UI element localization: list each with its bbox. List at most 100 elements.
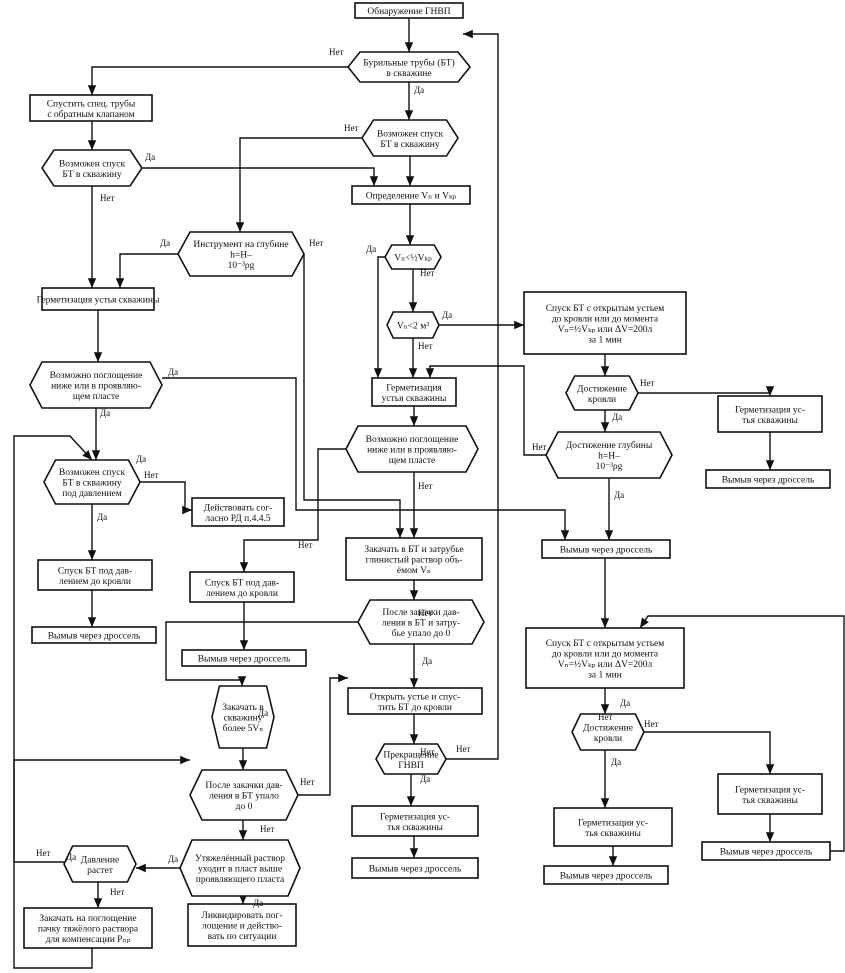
edge-label: Нет: [110, 887, 124, 897]
node-text: в скважине: [386, 69, 431, 79]
edge-label: Нет: [418, 608, 432, 618]
edge-label: Нет: [260, 824, 274, 834]
process-eliminate-absorb[interactable]: Ликвидировать пог-лощение и действо-вать…: [187, 903, 297, 947]
node-text: Герметизация ус-: [735, 405, 805, 415]
edge-label: Нет: [644, 719, 658, 729]
process-seal-right-mid[interactable]: Герметизация ус-тья скважины: [553, 807, 673, 847]
edge-label: Нет: [418, 341, 432, 351]
process-run-under-press-mid[interactable]: Спуск БТ под дав-лением до кровли: [189, 571, 295, 603]
node-text: ёмом Vₙ: [397, 566, 431, 576]
edge-label: Да: [620, 698, 630, 708]
process-seal-right-top[interactable]: Герметизация ус-тья скважины: [717, 395, 823, 433]
edge-label: Да: [258, 708, 268, 718]
process-wash-out-right-mid[interactable]: Вымыв через дроссель: [541, 539, 671, 559]
flow-arrow: [303, 254, 405, 538]
node-text: Возможен спуск: [59, 468, 126, 478]
process-wash-out-left[interactable]: Вымыв через дроссель: [31, 626, 157, 644]
edge-label: Да: [614, 490, 624, 500]
edge-label: Да: [97, 512, 107, 522]
decision-q-v2[interactable]: Vₙ<2 м³: [386, 311, 440, 339]
node-text: лощение и действо-: [202, 921, 282, 932]
process-determine-v[interactable]: Определение Vₙ и Vₖₚ: [351, 185, 471, 205]
node-text: вать по ситуации: [208, 932, 277, 942]
process-seal-center-bottom[interactable]: Герметизация ус-тья скважины: [351, 805, 479, 837]
node-text: Достижение глубины: [566, 440, 653, 451]
process-wash-out-right-top[interactable]: Вымыв через дроссель: [705, 469, 831, 489]
node-text: Закачать в БТ и затрубье: [364, 544, 463, 555]
process-wash-out-center-bottom[interactable]: Вымыв через дроссель: [351, 857, 479, 879]
node-text: Вымыв через дроссель: [48, 632, 141, 642]
node-text: Вымыв через дроссель: [198, 655, 291, 665]
node-text: Прекращение: [383, 750, 438, 760]
process-open-top-run[interactable]: Открыть устье и спус-тить БТ до кровли: [347, 687, 483, 715]
node-text: Возможно поглощение: [366, 435, 459, 445]
decision-q-bt-in-well[interactable]: Бурильные трубы (БТ)в скважине: [346, 51, 472, 83]
flow-arrow: [644, 731, 775, 774]
node-text: Возможен спуск: [377, 129, 444, 139]
node-text: за 1 мин: [588, 335, 622, 345]
process-seal-left[interactable]: Герметизация устья скважины: [37, 287, 160, 311]
flow-arrow: [115, 253, 178, 288]
flow-arrow: [298, 673, 348, 796]
edge-label: Нет: [532, 442, 546, 452]
node-text: Закачать на поглощение: [39, 914, 136, 924]
node-text: Открыть устье и спус-: [370, 692, 461, 702]
process-run-under-press-left[interactable]: Спуск БТ под дав-лением до кровли: [37, 559, 153, 591]
edge-label: Да: [168, 367, 178, 377]
node-text: Определение Vₙ и Vₖₚ: [366, 192, 457, 202]
edge-label: Да: [145, 152, 155, 162]
node-text: лением до кровли: [59, 577, 131, 587]
node-text: Vₙ<½Vₖₚ: [394, 253, 432, 264]
decision-q-vn-vkp[interactable]: Vₙ<½Vₖₚ: [384, 244, 442, 270]
process-seal-right-bottom[interactable]: Герметизация ус-тья скважины: [717, 773, 823, 815]
process-start[interactable]: Обнаружение ГНВП: [354, 2, 464, 19]
edge-label: Да: [422, 656, 432, 666]
node-text: до 0: [236, 802, 253, 812]
node-text: Обнаружение ГНВП: [367, 6, 450, 17]
flow-arrow: [162, 377, 570, 540]
process-wash-out-mid[interactable]: Вымыв через дроссель: [181, 649, 307, 667]
node-text: скважину: [224, 714, 263, 724]
edge-label: Нет: [420, 747, 434, 757]
node-text: щем пласте: [389, 456, 436, 466]
node-text: БТ в скважину: [62, 170, 122, 180]
process-wash-out-right-mid2[interactable]: Вымыв через дроссель: [543, 865, 669, 885]
edge-label: Нет: [100, 193, 114, 203]
process-wash-out-right-bottom[interactable]: Вымыв через дроссель: [701, 841, 831, 861]
node-text: Бурильные трубы (БТ): [363, 57, 455, 68]
edge-label: Да: [66, 852, 76, 862]
edge-label: Нет: [598, 712, 612, 722]
flowchart-edges: [13, 18, 845, 969]
node-text: устья скважины: [382, 394, 447, 404]
node-text: для компенсации Pₙₚ: [46, 935, 131, 945]
node-text: проявляющего пласта: [196, 875, 285, 885]
edge-label: Нет: [300, 777, 314, 787]
process-act-rd[interactable]: Действовать сог-ласно РД п.4.4.5: [191, 497, 285, 527]
decision-q-after-pump-center[interactable]: После закачки дав-ления в БТ и затру-бье…: [357, 599, 485, 645]
node-text: тья скважины: [742, 796, 798, 806]
node-text: щем пласте: [73, 392, 120, 402]
node-text: Герметизация: [386, 383, 442, 393]
node-text: Спуск БТ с открытым устьем: [546, 304, 665, 314]
node-text: Вымыв через дроссель: [369, 865, 462, 875]
